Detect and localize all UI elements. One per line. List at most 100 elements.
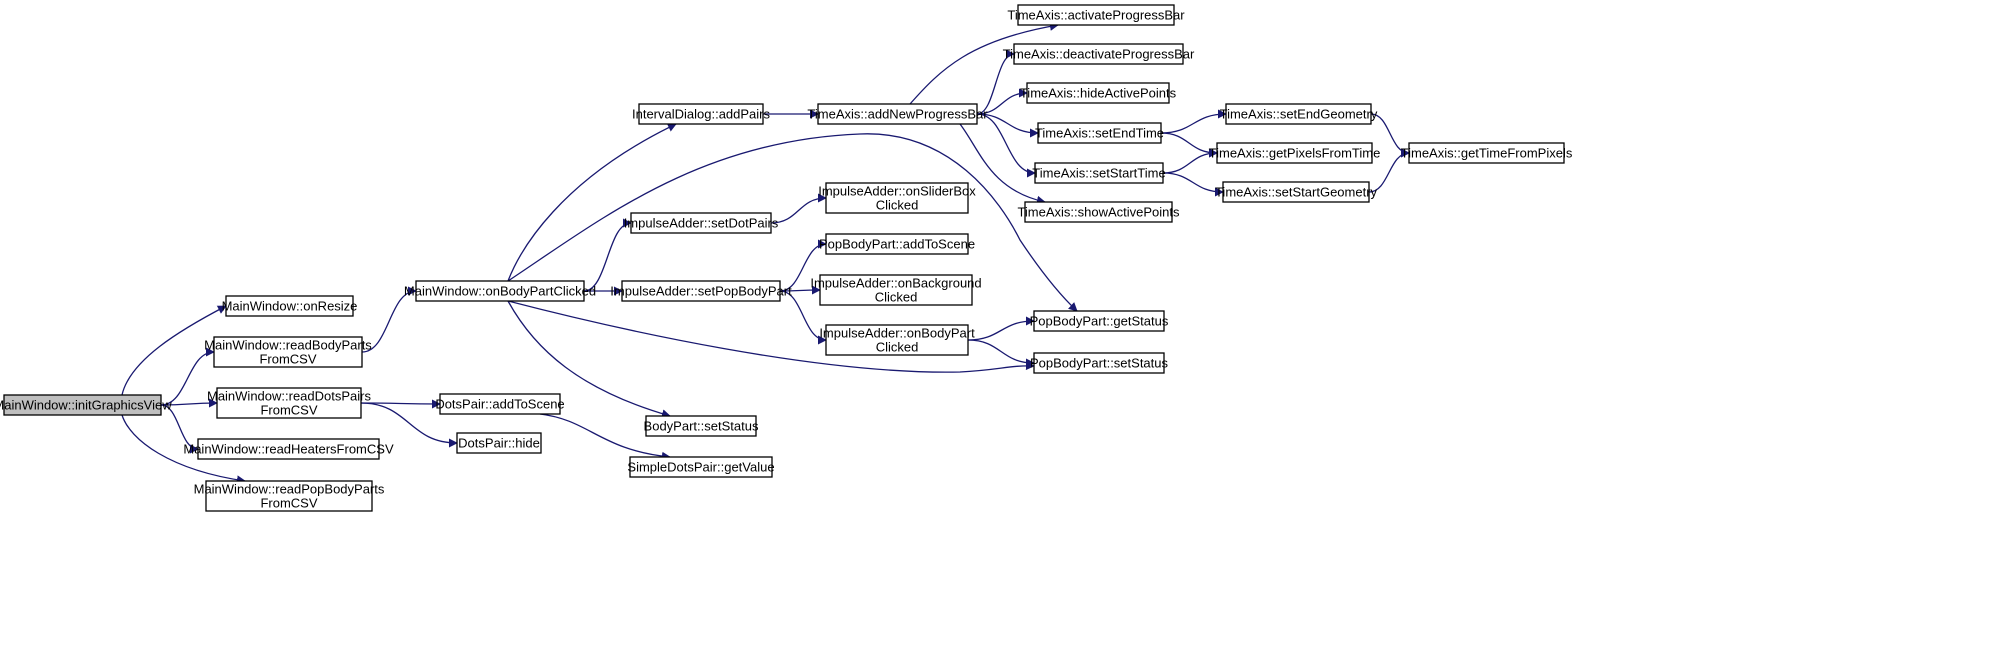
node-box bbox=[1037, 122, 1162, 144]
edge-line bbox=[507, 133, 1078, 312]
node-addNewProgressBar[interactable]: TimeAxis::addNewProgressBar bbox=[807, 103, 988, 125]
edge-init-to-readPopBodyParts bbox=[121, 414, 246, 485]
node-label: PopBodyPart::setStatus bbox=[1030, 356, 1169, 371]
node-setDotPairs[interactable]: ImpulseAdder::setDotPairs bbox=[624, 212, 779, 234]
node-box bbox=[825, 324, 969, 356]
edge-init-to-readHeaters bbox=[160, 404, 199, 454]
node-box bbox=[439, 393, 561, 415]
node-box bbox=[819, 274, 973, 306]
node-label: TimeAxis::setEndTime bbox=[1035, 126, 1164, 141]
node-box bbox=[1222, 181, 1370, 203]
node-onBodyPart[interactable]: ImpulseAdder::onBodyPartClicked bbox=[819, 324, 975, 356]
node-label: TimeAxis::deactivateProgressBar bbox=[1003, 47, 1195, 62]
node-box bbox=[216, 387, 362, 419]
edge-line bbox=[1368, 148, 1410, 193]
edge-line bbox=[976, 113, 1036, 178]
edge-line bbox=[976, 49, 1015, 115]
edge-line bbox=[779, 285, 821, 295]
edge-onBodyPartClicked-to-addPairs bbox=[507, 123, 677, 282]
node-simpleGetValue[interactable]: SimpleDotsPair::getValue bbox=[627, 456, 775, 478]
edge-addNewProgressBar-to-hideActive bbox=[976, 88, 1028, 115]
edge-line bbox=[507, 300, 671, 419]
node-setStartTime[interactable]: TimeAxis::setStartTime bbox=[1032, 162, 1166, 184]
edge-readBodyParts-to-onBodyPartClicked bbox=[361, 286, 417, 353]
node-dotsHide[interactable]: DotsPair::hide bbox=[456, 432, 542, 454]
edge-line bbox=[539, 413, 671, 461]
edge-line bbox=[121, 414, 246, 485]
node-box bbox=[1408, 142, 1565, 164]
node-popSetStatus[interactable]: PopBodyPart::setStatus bbox=[1030, 352, 1169, 374]
node-setPopBodyPart[interactable]: ImpulseAdder::setPopBodyPart bbox=[610, 280, 792, 302]
node-label: BodyPart::setStatus bbox=[644, 419, 759, 434]
node-box bbox=[1026, 82, 1170, 104]
node-setEndGeometry[interactable]: TimeAxis::setEndGeometry bbox=[1220, 103, 1378, 125]
edge-setStartTime-to-setStartGeometry bbox=[1162, 172, 1224, 197]
node-box bbox=[817, 103, 978, 125]
node-label: TimeAxis::setEndGeometry bbox=[1220, 107, 1378, 122]
edge-setStartGeometry-to-getTime bbox=[1368, 148, 1410, 193]
edge-line bbox=[583, 218, 632, 292]
node-label: ImpulseAdder::onBackground bbox=[810, 276, 981, 291]
node-label: DotsPair::hide bbox=[458, 436, 540, 451]
node-init[interactable]: MainWindow::initGraphicsView bbox=[0, 394, 172, 416]
node-dotsAddToScene[interactable]: DotsPair::addToScene bbox=[435, 393, 565, 415]
edge-init-to-onResize bbox=[121, 305, 227, 396]
node-box bbox=[630, 212, 772, 234]
edge-onBodyPartClicked-to-setDotPairs bbox=[583, 218, 632, 292]
node-label: DotsPair::addToScene bbox=[435, 397, 564, 412]
node-onResize[interactable]: MainWindow::onResize bbox=[222, 295, 358, 317]
edge-line bbox=[909, 21, 1059, 105]
edge-line bbox=[160, 398, 218, 408]
node-label: MainWindow::readBodyParts bbox=[204, 338, 372, 353]
node-label: TimeAxis::setStartGeometry bbox=[1215, 185, 1378, 200]
node-popGetStatus[interactable]: PopBodyPart::getStatus bbox=[1030, 310, 1169, 332]
node-box bbox=[1017, 4, 1175, 26]
node-box bbox=[1033, 352, 1165, 374]
node-box bbox=[213, 336, 363, 368]
edge-line bbox=[1162, 172, 1224, 197]
edge-setPopBodyPart-to-onBodyPart bbox=[779, 290, 827, 345]
node-box bbox=[825, 233, 969, 255]
node-box bbox=[638, 103, 764, 125]
node-box bbox=[197, 438, 380, 460]
node-addPairs[interactable]: IntervalDialog::addPairs bbox=[632, 103, 771, 125]
node-getPixels[interactable]: TimeAxis::getPixelsFromTime bbox=[1209, 142, 1381, 164]
edge-line bbox=[770, 193, 827, 224]
node-bodySetStatus[interactable]: BodyPart::setStatus bbox=[644, 415, 759, 437]
node-label: SimpleDotsPair::getValue bbox=[627, 460, 774, 475]
node-label: FromCSV bbox=[260, 403, 317, 418]
node-getTime[interactable]: TimeAxis::getTimeFromPixels bbox=[1401, 142, 1573, 164]
edge-line bbox=[160, 347, 215, 406]
node-label: TimeAxis::getTimeFromPixels bbox=[1401, 146, 1573, 161]
edge-line bbox=[507, 300, 1035, 373]
node-hideActive[interactable]: TimeAxis::hideActivePoints bbox=[1020, 82, 1177, 104]
edge-onBodyPartClicked-to-popGetStatus bbox=[507, 133, 1078, 312]
node-deactivate[interactable]: TimeAxis::deactivateProgressBar bbox=[1003, 43, 1195, 65]
node-showActive[interactable]: TimeAxis::showActivePoints bbox=[1017, 201, 1180, 223]
edge-line bbox=[1162, 148, 1218, 174]
node-activate[interactable]: TimeAxis::activateProgressBar bbox=[1007, 4, 1185, 26]
edge-addNewProgressBar-to-setEndTime bbox=[976, 113, 1039, 138]
node-label: ImpulseAdder::setPopBodyPart bbox=[610, 284, 792, 299]
node-setStartGeometry[interactable]: TimeAxis::setStartGeometry bbox=[1215, 181, 1378, 203]
node-box bbox=[456, 432, 542, 454]
node-readHeaters[interactable]: MainWindow::readHeatersFromCSV bbox=[183, 438, 394, 460]
node-label: IntervalDialog::addPairs bbox=[632, 107, 771, 122]
node-popAddToScene[interactable]: PopBodyPart::addToScene bbox=[819, 233, 975, 255]
node-onBodyPartClicked[interactable]: MainWindow::onBodyPartClicked bbox=[404, 280, 596, 302]
edge-init-to-readDotsPairs bbox=[160, 398, 218, 408]
node-label: MainWindow::initGraphicsView bbox=[0, 398, 172, 413]
edge-onBodyPart-to-popSetStatus bbox=[967, 339, 1035, 368]
node-box bbox=[1216, 142, 1373, 164]
node-label: ImpulseAdder::onSliderBox bbox=[818, 184, 976, 199]
edge-addNewProgressBar-to-deactivate bbox=[976, 49, 1015, 115]
node-setEndTime[interactable]: TimeAxis::setEndTime bbox=[1035, 122, 1164, 144]
node-label: TimeAxis::getPixelsFromTime bbox=[1209, 146, 1381, 161]
node-label: MainWindow::onResize bbox=[222, 299, 358, 314]
